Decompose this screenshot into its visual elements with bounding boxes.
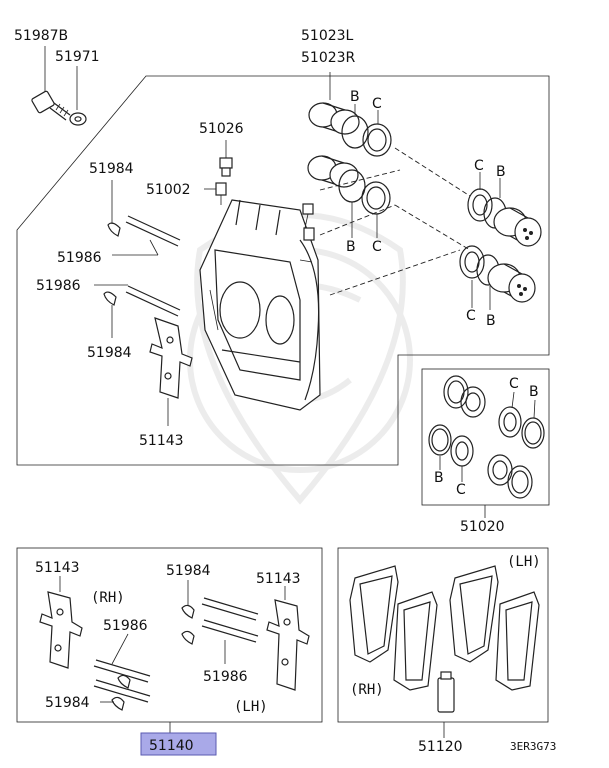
callout-b6: B [434,470,444,486]
piston-set-right [459,172,542,310]
callout-b3: B [496,164,506,180]
pad-kit-spring-rh [39,576,83,669]
label-51120[interactable]: 51120 [418,739,463,755]
label-51026[interactable]: 51026 [199,121,244,137]
highlight-51140[interactable] [140,732,217,756]
label-51987b[interactable]: 51987B [14,28,68,44]
callout-c2: C [372,239,382,255]
bleeder-51026 [219,140,233,177]
dashed-axis-lines [319,147,471,296]
grease-tube [437,671,455,713]
pin-and-clip-upper [107,180,181,256]
bolt-51987b [31,46,71,121]
brake-pads-rh [349,565,438,691]
label-51984-b[interactable]: 51984 [87,345,132,361]
anti-rattle-spring-51143 [149,317,193,426]
label-lh-kit: (LH) [234,699,268,715]
label-51140[interactable]: 51140 [149,738,194,754]
label-51984-c[interactable]: 51984 [166,563,211,579]
label-51986-b[interactable]: 51986 [36,278,81,294]
pin-and-clip-lower [94,284,181,338]
label-51002[interactable]: 51002 [146,182,191,198]
label-lh-pad: (LH) [507,554,541,570]
seal-kit-pieces [428,375,545,499]
label-51020[interactable]: 51020 [460,519,505,535]
diagram-code: 3ER3G73 [510,740,556,753]
seal-kit-frame [421,368,550,506]
label-51986-c[interactable]: 51986 [103,618,148,634]
callout-c5: C [509,376,519,392]
caliper-assembly-frame [16,75,550,466]
bleeder-right [302,203,315,241]
callout-c4: C [466,308,476,324]
callout-b2: B [346,239,356,255]
label-51984-a[interactable]: 51984 [89,161,134,177]
label-51971[interactable]: 51971 [55,49,100,65]
label-51023r[interactable]: 51023R [301,50,356,66]
callout-b1: B [350,89,360,105]
caliper-body [199,199,321,411]
callout-c3: C [474,158,484,174]
callout-c1: C [372,96,382,112]
label-51023l[interactable]: 51023L [301,28,354,44]
bleeder-cap-51002 [204,182,227,205]
brake-pad-frame [337,547,549,723]
label-rh-kit: (RH) [91,590,125,606]
pad-kit-spring-lh [266,586,310,691]
label-51143-b[interactable]: 51143 [35,560,80,576]
label-rh-pad: (RH) [350,682,384,698]
brake-pads-lh [449,565,540,691]
label-51143-c[interactable]: 51143 [256,571,301,587]
piston-set-upper [307,72,392,238]
label-51986-a[interactable]: 51986 [57,250,102,266]
label-51984-d[interactable]: 51984 [45,695,90,711]
pad-kit-pins [93,580,259,711]
callout-b4: B [486,313,496,329]
label-51986-d[interactable]: 51986 [203,669,248,685]
washer-51971 [69,66,87,126]
pad-kit-frame [16,547,323,723]
callout-c6: C [456,482,466,498]
callout-b5: B [529,384,539,400]
label-51143-a[interactable]: 51143 [139,433,184,449]
